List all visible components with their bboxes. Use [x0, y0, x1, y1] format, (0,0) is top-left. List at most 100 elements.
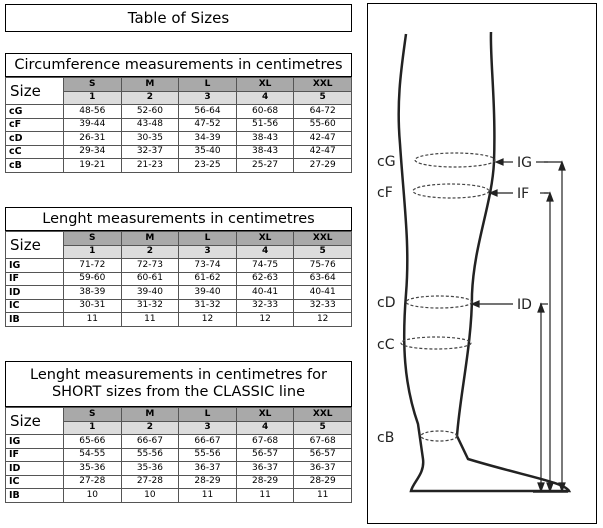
value-cell: 55-56: [178, 447, 237, 462]
value-cell: 12: [293, 312, 352, 327]
value-cell: 11: [120, 312, 180, 327]
label-cC: cC: [377, 337, 395, 353]
size-number-cell: 5: [293, 90, 352, 105]
leg-outline: [397, 31, 572, 493]
size-number-cell: 5: [293, 420, 352, 435]
arrow-head-IG: [494, 158, 504, 166]
value-cell: 71-72: [63, 258, 122, 273]
value-cell: 40-41: [235, 285, 295, 300]
label-cD: cD: [377, 295, 395, 311]
label-ID: ID: [517, 297, 532, 313]
value-cell: 56-57: [293, 447, 352, 462]
ellipse-cC: [400, 336, 472, 350]
size-letter-cell: S: [63, 77, 122, 92]
value-cell: 74-75: [235, 258, 295, 273]
value-cell: 39-44: [63, 117, 122, 132]
ellipse-cF: [412, 183, 490, 199]
value-cell: 12: [178, 312, 237, 327]
value-cell: 61-62: [178, 271, 237, 286]
value-cell: 73-74: [178, 258, 237, 273]
value-cell: 36-37: [293, 461, 352, 476]
size-number-cell: 2: [120, 90, 180, 105]
row-label: cF: [5, 117, 64, 132]
row-label: IG: [5, 434, 64, 449]
row-label: IF: [5, 447, 64, 462]
size-letter-cell: XL: [235, 407, 295, 422]
value-cell: 11: [235, 488, 295, 503]
size-letter-cell: S: [63, 407, 122, 422]
value-cell: 60-61: [120, 271, 180, 286]
size-letter-cell: M: [120, 231, 180, 246]
value-cell: 35-36: [63, 461, 122, 476]
short-length-section: Lenght measurements in centimetres for S…: [5, 361, 352, 503]
value-cell: 11: [293, 488, 352, 503]
value-cell: 29-34: [63, 144, 122, 159]
value-cell: 19-21: [63, 158, 122, 173]
value-cell: 35-36: [120, 461, 180, 476]
ellipse-cD: [405, 295, 473, 309]
value-cell: 32-33: [293, 298, 352, 313]
size-number-cell: 1: [63, 90, 122, 105]
size-number-cell: 2: [120, 244, 180, 259]
size-number-cell: 1: [63, 244, 122, 259]
value-cell: 39-40: [120, 285, 180, 300]
size-number-cell: 4: [235, 244, 295, 259]
row-label: ID: [5, 461, 64, 476]
value-cell: 67-68: [293, 434, 352, 449]
size-number-cell: 5: [293, 244, 352, 259]
value-cell: 12: [235, 312, 295, 327]
row-label: IG: [5, 258, 64, 273]
value-cell: 39-40: [178, 285, 237, 300]
value-cell: 56-57: [235, 447, 295, 462]
size-letter-cell: M: [120, 77, 180, 92]
value-cell: 51-56: [235, 117, 295, 132]
value-cell: 25-27: [235, 158, 295, 173]
row-label: cD: [5, 131, 64, 146]
label-cB: cB: [377, 430, 394, 446]
value-cell: 32-37: [120, 144, 180, 159]
arrow-head-ID: [470, 300, 480, 308]
value-cell: 36-37: [178, 461, 237, 476]
value-cell: 43-48: [120, 117, 180, 132]
value-cell: 55-56: [120, 447, 180, 462]
size-number-cell: 3: [178, 420, 237, 435]
value-cell: 31-32: [178, 298, 237, 313]
value-cell: 11: [178, 488, 237, 503]
value-cell: 27-28: [63, 474, 122, 489]
size-letter-cell: L: [178, 407, 237, 422]
size-letter-cell: M: [120, 407, 180, 422]
value-cell: 54-55: [63, 447, 122, 462]
value-cell: 21-23: [120, 158, 180, 173]
size-number-cell: 4: [235, 90, 295, 105]
size-header: Size: [5, 231, 64, 259]
value-cell: 31-32: [120, 298, 180, 313]
size-letter-cell: L: [178, 77, 237, 92]
circumference-section: Circumference measurements in centimetre…: [5, 53, 352, 173]
row-label: ID: [5, 285, 64, 300]
length-table-title: Lenght measurements in centimetres: [5, 207, 352, 231]
value-cell: 59-60: [63, 271, 122, 286]
row-label: IC: [5, 298, 64, 313]
label-IG: IG: [517, 155, 532, 171]
value-cell: 27-28: [120, 474, 180, 489]
value-cell: 34-39: [178, 131, 237, 146]
size-letter-cell: XL: [235, 231, 295, 246]
ellipse-cB: [420, 430, 458, 442]
size-letter-cell: XXL: [293, 407, 352, 422]
value-cell: 32-33: [235, 298, 295, 313]
value-cell: 11: [63, 312, 122, 327]
